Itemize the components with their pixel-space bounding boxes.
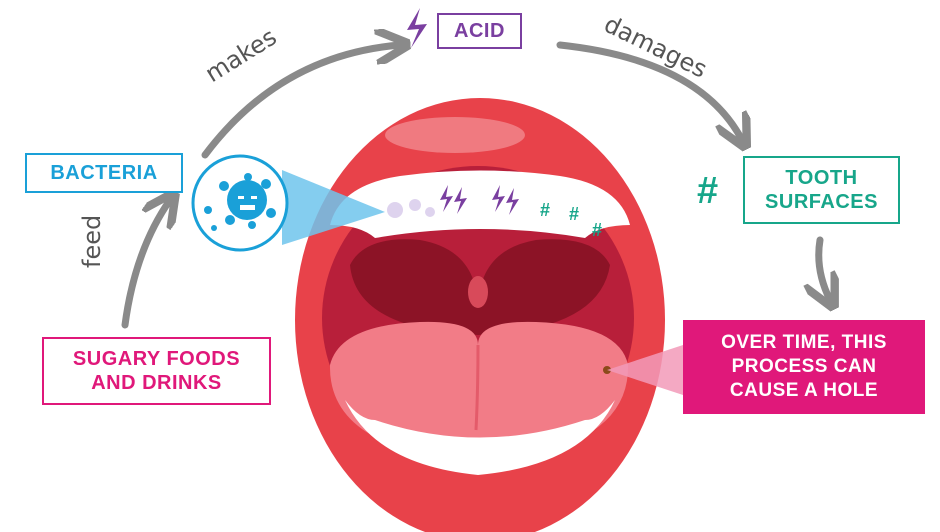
node-cause-hole: OVER TIME, THIS PROCESS CAN CAUSE A HOLE [683,320,925,414]
edge-label-feed: feed [78,215,106,268]
node-hole-line1: OVER TIME, THIS [721,331,887,355]
node-bacteria-label: BACTERIA [50,161,157,185]
node-hole-line3: CAUSE A HOLE [730,379,878,403]
node-acid: ACID [437,13,522,49]
arrow-to-hole [819,240,830,300]
arrow-feed [125,200,170,325]
node-sugary-line2: AND DRINKS [91,371,222,395]
node-tooth-surfaces: TOOTH SURFACES [743,156,900,224]
node-sugary-line1: SUGARY FOODS [73,347,240,371]
node-bacteria: BACTERIA [25,153,183,193]
node-hole-line2: PROCESS CAN [732,355,877,379]
lightning-icon [407,8,427,48]
node-tooth-line2: SURFACES [765,190,878,214]
hash-icon: # [569,204,579,225]
node-sugary-foods: SUGARY FOODS AND DRINKS [42,337,271,405]
lip-highlight [385,117,525,153]
hash-icon: # [540,200,550,221]
open-mouth-illustration [295,98,665,532]
hash-icon: # [697,170,718,213]
uvula [468,276,488,308]
node-acid-label: ACID [454,19,505,43]
hash-icon: # [592,220,602,241]
node-tooth-line1: TOOTH [785,166,857,190]
